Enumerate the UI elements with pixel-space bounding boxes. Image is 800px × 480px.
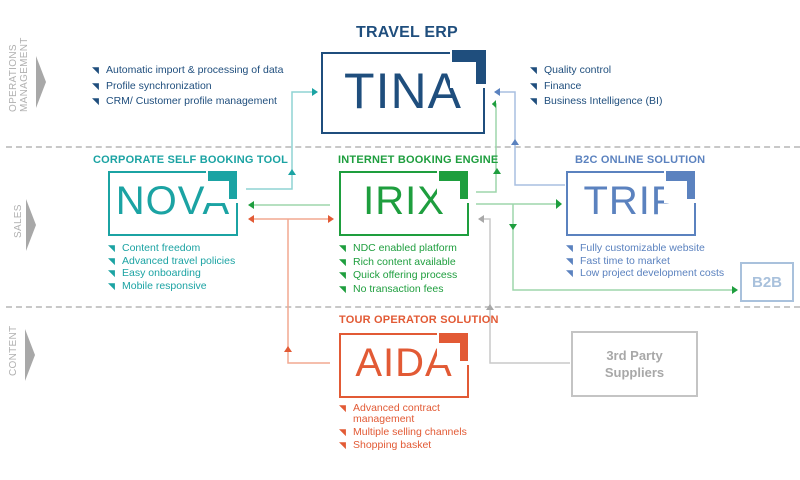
bullet-icon: ◥ xyxy=(339,403,346,413)
feature-item: ◥Automatic import & processing of data xyxy=(92,64,284,76)
irix-category-title: INTERNET BOOKING ENGINE xyxy=(338,154,499,166)
b2b-box[interactable]: B2B xyxy=(740,262,794,302)
feature-item: ◥Quick offering process xyxy=(339,269,458,281)
section-chevron-icon xyxy=(25,329,35,381)
tina-right-features: ◥Quality control ◥Finance ◥Business Inte… xyxy=(530,64,662,108)
arrow-head-icon xyxy=(288,169,296,175)
connector-nova-tina xyxy=(246,91,312,190)
feature-item: ◥CRM/ Customer profile management xyxy=(92,95,277,107)
arrow-head-icon xyxy=(509,224,517,230)
nova-corner-icon xyxy=(229,171,237,199)
bullet-icon: ◥ xyxy=(339,256,346,267)
irix-corner-icon xyxy=(460,171,468,199)
feature-item: ◥No transaction fees xyxy=(339,282,444,295)
arrow-head-icon xyxy=(511,139,519,145)
arrow-head-icon xyxy=(486,304,494,310)
connector-aida-up xyxy=(287,219,330,364)
irix-corner-icon xyxy=(439,171,468,181)
arrow-head-icon xyxy=(556,199,562,209)
connector-thirdparty-irix xyxy=(482,218,570,364)
aida-product-name: AIDA xyxy=(355,341,453,385)
nova-category-title: CORPORATE SELF BOOKING TOOL xyxy=(93,154,289,166)
irix-product-name: IRIX xyxy=(363,179,445,223)
feature-item: ◥NDC enabled platform xyxy=(339,242,457,254)
trip-corner-icon xyxy=(687,171,695,199)
connector-irix-b2b xyxy=(512,204,732,291)
trip-features: ◥Fully customizable website ◥Fast time t… xyxy=(566,242,724,280)
tina-category-title: TRAVEL ERP xyxy=(356,24,458,41)
bullet-icon: ◥ xyxy=(108,280,115,291)
irix-features: ◥NDC enabled platform ◥Rich content avai… xyxy=(339,242,457,295)
arrow-head-icon xyxy=(248,201,254,209)
aida-corner-icon xyxy=(439,333,468,343)
arrow-head-icon xyxy=(248,215,254,223)
section-chevron-icon xyxy=(26,199,36,251)
bullet-icon: ◥ xyxy=(92,80,99,91)
connector-trip-tina xyxy=(495,91,565,186)
bullet-icon: ◥ xyxy=(108,268,115,278)
feature-item: ◥Shopping basket xyxy=(339,439,432,451)
trip-corner-icon xyxy=(666,171,695,181)
feature-item: ◥Multiple selling channels xyxy=(339,426,467,438)
feature-item: ◥Fully customizable website xyxy=(566,242,705,254)
arrow-head-icon xyxy=(493,168,501,174)
feature-item: ◥Finance xyxy=(530,79,582,92)
bullet-icon: ◥ xyxy=(530,96,537,106)
tina-product-box[interactable]: TINA xyxy=(321,52,485,134)
feature-item: ◥Advanced contract management xyxy=(339,402,440,425)
section-chevron-icon xyxy=(36,56,46,108)
bullet-icon: ◥ xyxy=(339,243,346,253)
bullet-icon: ◥ xyxy=(339,427,346,437)
b2b-label: B2B xyxy=(751,273,782,291)
arrow-head-icon xyxy=(478,215,484,223)
feature-item: ◥Advanced travel policies xyxy=(108,254,236,267)
arrow-head-icon xyxy=(732,286,738,294)
feature-item: ◥Low project development costs xyxy=(566,267,725,279)
bullet-icon: ◥ xyxy=(566,255,573,266)
trip-product-name: TRIP xyxy=(583,179,679,223)
bullet-icon: ◥ xyxy=(92,96,99,106)
aida-features: ◥Advanced contract management ◥Multiple … xyxy=(339,403,467,451)
feature-item: ◥Rich content available xyxy=(339,255,456,268)
feature-item: ◥Profile synchronization xyxy=(92,79,212,92)
bullet-icon: ◥ xyxy=(566,268,573,278)
third-party-label-line2: Suppliers xyxy=(604,365,665,380)
bullet-icon: ◥ xyxy=(108,243,115,253)
arrow-head-icon xyxy=(494,88,500,96)
bullet-icon: ◥ xyxy=(92,65,99,75)
bullet-icon: ◥ xyxy=(530,65,537,75)
arrow-head-icon xyxy=(284,346,292,352)
nova-corner-icon xyxy=(208,171,237,181)
bullet-icon: ◥ xyxy=(530,80,537,91)
section-divider xyxy=(6,146,800,148)
tina-left-features: ◥Automatic import & processing of data ◥… xyxy=(92,64,283,108)
feature-item: ◥Mobile responsive xyxy=(108,279,207,292)
bullet-icon: ◥ xyxy=(339,270,346,280)
feature-item: ◥Quality control xyxy=(530,64,612,76)
aida-corner-icon xyxy=(460,333,468,361)
section-divider xyxy=(6,306,800,308)
trip-category-title: B2C ONLINE SOLUTION xyxy=(575,154,706,166)
feature-item: ◥Content freedom xyxy=(108,242,201,254)
arrow-head-icon xyxy=(328,215,334,223)
nova-features: ◥Content freedom ◥Advanced travel polici… xyxy=(108,242,235,292)
tina-corner-icon xyxy=(476,50,486,84)
bullet-icon: ◥ xyxy=(566,243,573,253)
tina-product-name: TINA xyxy=(344,63,462,119)
third-party-label-line1: 3rd Party xyxy=(606,348,663,363)
bullet-icon: ◥ xyxy=(339,440,346,450)
third-party-suppliers-box[interactable]: 3rd Party Suppliers xyxy=(571,331,698,397)
aida-category-title: TOUR OPERATOR SOLUTION xyxy=(339,314,499,326)
bullet-icon: ◥ xyxy=(339,283,346,294)
bullet-icon: ◥ xyxy=(108,255,115,266)
arrow-head-icon xyxy=(492,100,496,108)
feature-item: ◥Fast time to market xyxy=(566,254,670,267)
feature-item: ◥Easy onboarding xyxy=(108,267,201,279)
feature-item: ◥Business Intelligence (BI) xyxy=(530,95,663,107)
arrow-head-icon xyxy=(312,88,318,96)
